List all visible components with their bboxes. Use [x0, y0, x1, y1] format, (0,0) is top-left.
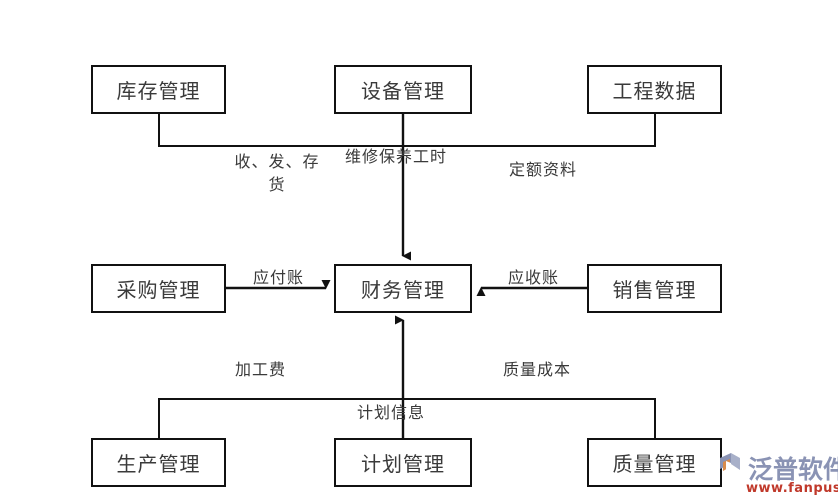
node-planning[interactable]: 计划管理	[334, 438, 472, 487]
node-label: 设备管理	[361, 79, 445, 103]
node-equipment[interactable]: 设备管理	[334, 65, 472, 114]
node-purchasing[interactable]: 采购管理	[91, 264, 226, 313]
edge-label-receipt-issue-stock: 收、发、存 货	[222, 150, 332, 196]
node-engineering[interactable]: 工程数据	[587, 65, 722, 114]
edge-label-accounts-payable: 应付账	[253, 268, 305, 287]
node-quality[interactable]: 质量管理	[587, 438, 722, 487]
node-label: 计划管理	[361, 452, 445, 476]
edge-label-line-1: 收、发、存	[234, 152, 320, 171]
node-inventory[interactable]: 库存管理	[91, 65, 226, 114]
node-label: 工程数据	[612, 79, 697, 103]
node-label: 生产管理	[116, 452, 201, 476]
node-label: 采购管理	[116, 278, 201, 302]
node-label: 财务管理	[361, 278, 445, 302]
node-label: 库存管理	[116, 79, 201, 103]
node-label: 销售管理	[612, 278, 697, 302]
edge-label-line-2: 货	[268, 175, 286, 195]
edge-label-processing-fee: 加工费	[235, 360, 287, 379]
edge-label-maintenance-hours: 维修保养工时	[345, 147, 448, 166]
node-label: 质量管理	[612, 452, 697, 476]
edge-label-accounts-receivable: 应收账	[508, 268, 560, 287]
edge-label-plan-info: 计划信息	[357, 403, 426, 422]
edge-label-quality-cost: 质量成本	[503, 360, 572, 379]
node-sales[interactable]: 销售管理	[587, 264, 722, 313]
edge-label-quota-data: 定额资料	[509, 160, 578, 179]
node-production[interactable]: 生产管理	[91, 438, 226, 487]
node-finance[interactable]: 财务管理	[334, 264, 472, 313]
